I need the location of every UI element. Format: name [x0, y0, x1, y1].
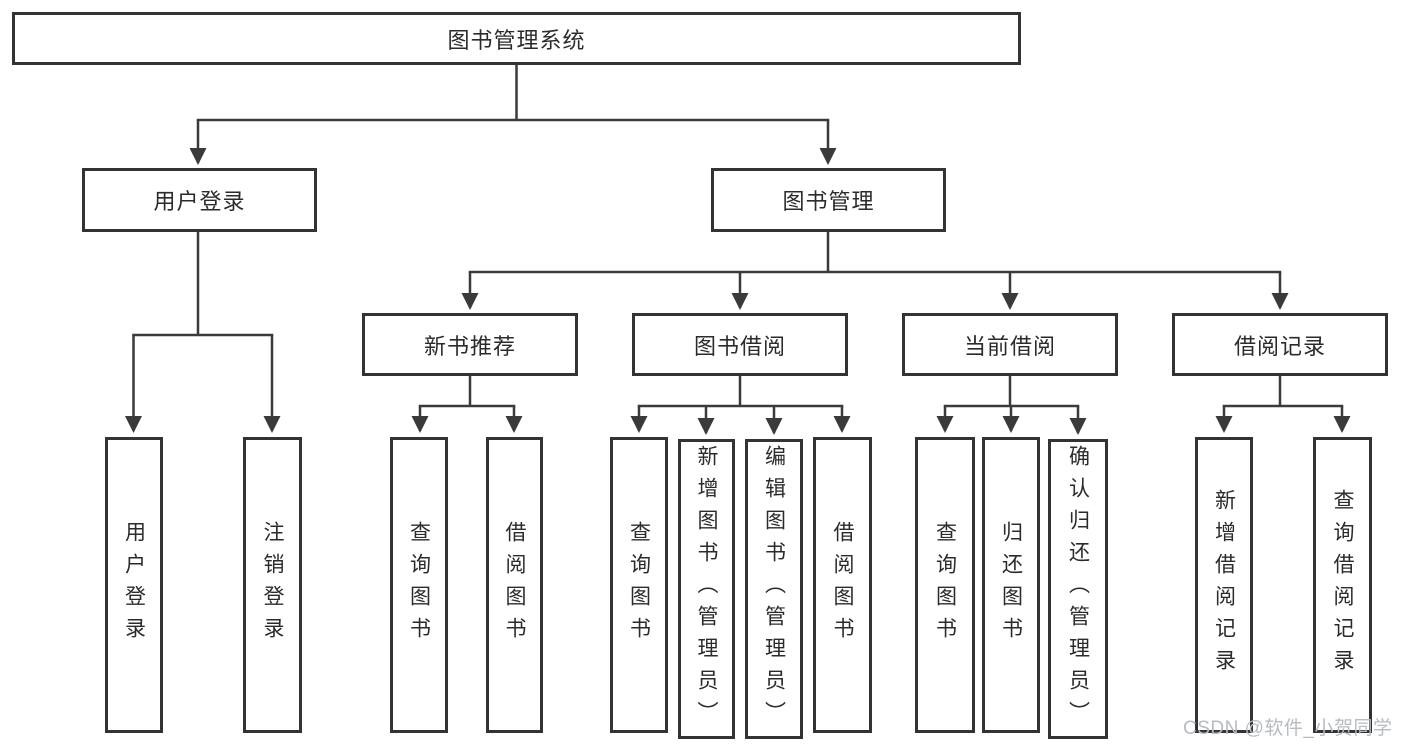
node-label: 归还图书: [999, 521, 1023, 649]
node-borrow-books-recommend: 借阅图书: [486, 437, 543, 733]
node-query-borrow-record: 查询借阅记录: [1313, 437, 1372, 733]
node-add-borrow-record: 新增借阅记录: [1195, 437, 1253, 733]
node-label: 借阅图书: [831, 521, 854, 649]
node-label: 用户登录: [153, 189, 246, 214]
node-current-borrowing: 当前借阅: [902, 313, 1118, 376]
node-book-management: 图书管理: [711, 168, 946, 232]
node-label: 当前借阅: [963, 333, 1056, 359]
node-label: 新书推荐: [423, 333, 516, 359]
node-new-book-recommendation: 新书推荐: [362, 313, 578, 376]
node-label: 图书管理系统: [447, 27, 586, 53]
node-query-books-current: 查询图书: [915, 437, 975, 733]
node-edit-book-admin: 编辑图书（管理员）: [745, 439, 803, 739]
node-confirm-return-admin: 确认归还（管理员）: [1048, 439, 1108, 739]
node-query-books-borrow: 查询图书: [610, 437, 668, 733]
node-user-login: 用户登录: [82, 168, 317, 232]
node-label: 查询图书: [407, 521, 431, 649]
node-query-books-recommend: 查询图书: [390, 437, 448, 733]
node-book-borrowing: 图书借阅: [632, 313, 848, 376]
node-label: 查询借阅记录: [1331, 489, 1354, 681]
node-label: 借阅记录: [1233, 333, 1326, 359]
node-add-book-admin: 新增图书（管理员）: [678, 439, 735, 739]
node-label: 新增图书（管理员）: [695, 445, 718, 733]
node-borrow-books-leaf: 借阅图书: [813, 437, 872, 733]
node-logout: 注销登录: [243, 437, 302, 733]
node-label: 图书管理: [782, 189, 875, 214]
node-label: 图书借阅: [693, 333, 786, 359]
node-label: 确认归还（管理员）: [1066, 445, 1090, 733]
node-label: 编辑图书（管理员）: [762, 445, 786, 733]
node-label: 查询图书: [933, 521, 957, 649]
node-label: 查询图书: [627, 521, 651, 649]
node-borrowing-records: 借阅记录: [1172, 313, 1388, 376]
node-label: 用户登录: [122, 521, 146, 649]
node-return-book: 归还图书: [982, 437, 1040, 733]
node-library-management-system: 图书管理系统: [12, 12, 1021, 65]
node-label: 借阅图书: [503, 521, 526, 649]
node-label: 新增借阅记录: [1212, 489, 1236, 681]
node-user-login-leaf: 用户登录: [105, 437, 163, 733]
csdn-watermark: CSDN @软件_小贺同学: [1183, 718, 1393, 739]
node-label: 注销登录: [261, 521, 284, 649]
